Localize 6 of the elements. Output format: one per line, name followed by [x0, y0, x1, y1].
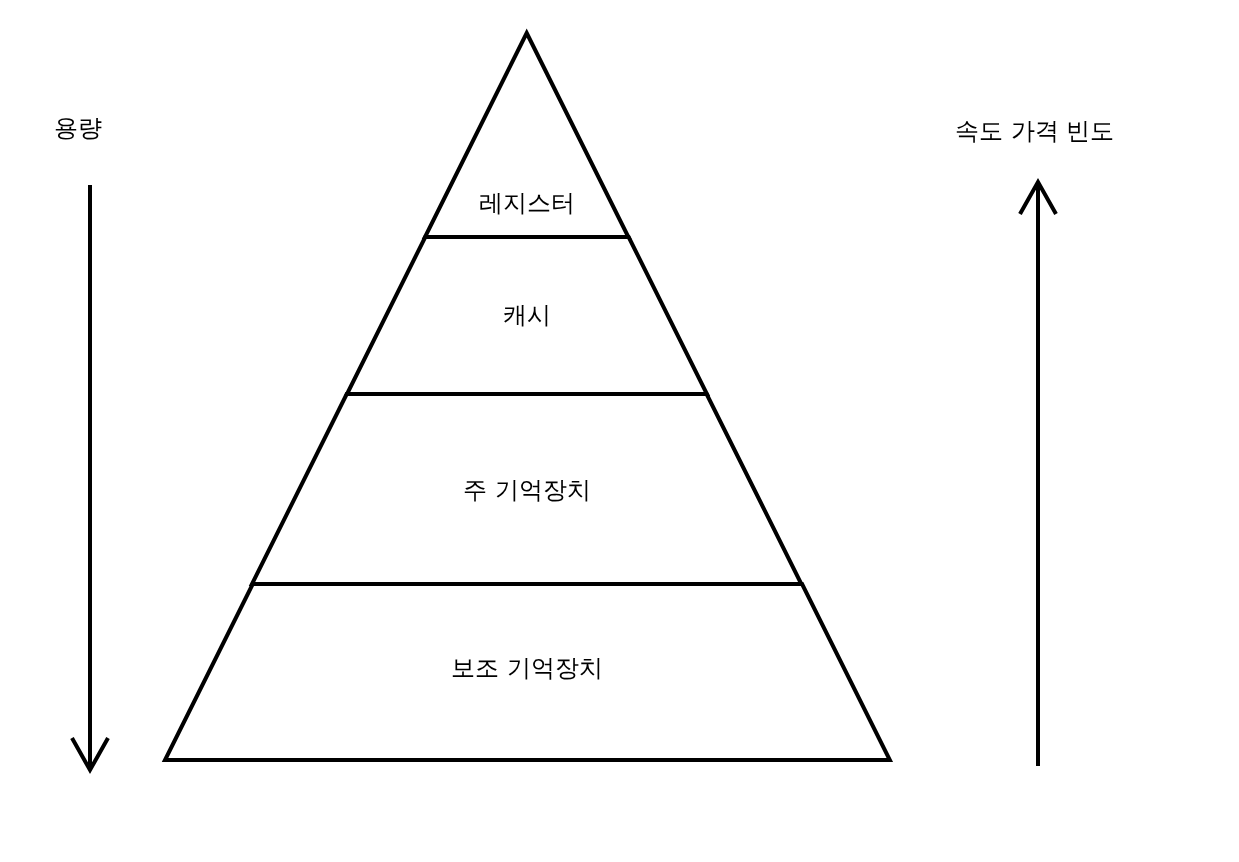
- memory-level-label: 캐시: [502, 303, 552, 327]
- axis-label: 속도 가격 빈도: [955, 119, 1115, 143]
- memory-level-label: 레지스터: [478, 191, 576, 215]
- memory-level-label: 주 기억장치: [462, 478, 592, 502]
- axis-label: 용량: [54, 116, 102, 140]
- memory-level-label: 보조 기억장치: [450, 656, 604, 680]
